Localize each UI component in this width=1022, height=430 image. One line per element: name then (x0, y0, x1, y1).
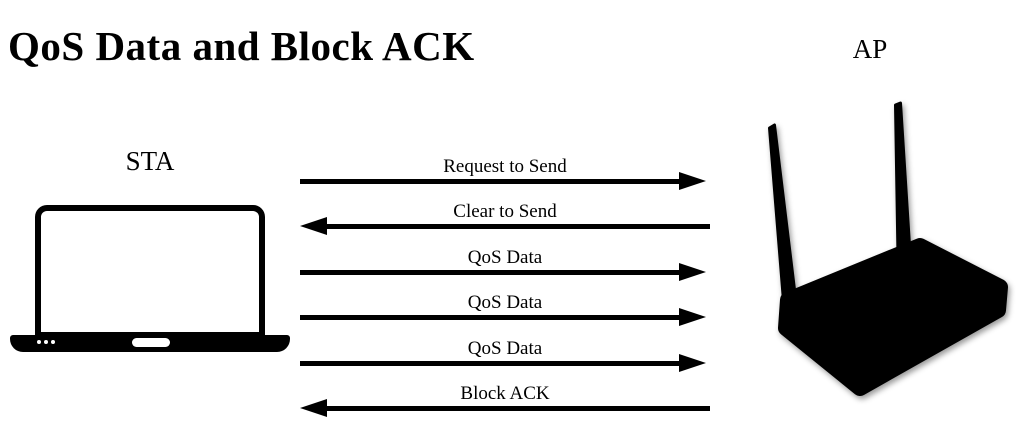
arrow-line (300, 315, 685, 321)
router-body (778, 238, 1008, 396)
arrow-right-icon (300, 172, 710, 190)
sta-node-label: STA (125, 146, 175, 176)
arrow-line (300, 360, 685, 366)
arrow-left-icon (300, 399, 710, 417)
message-label: Clear to Send (453, 201, 557, 223)
message-label: QoS Data (467, 337, 543, 359)
router-antenna-left (768, 123, 798, 309)
arrow-left-icon (300, 217, 710, 236)
arrow-right-icon (300, 262, 710, 281)
message-label: QoS Data (467, 246, 543, 268)
ap-node-label: AP (852, 34, 888, 64)
message-label: QoS Data (467, 292, 543, 314)
arrow-head (679, 353, 706, 372)
message-row: Block ACK (300, 383, 710, 428)
message-row: Clear to Send (300, 201, 710, 246)
message-row: QoS Data (300, 247, 710, 292)
message-row: QoS Data (300, 292, 710, 337)
router-antenna-right (894, 101, 912, 259)
message-row: QoS Data (300, 338, 710, 383)
message-label: Request to Send (443, 156, 567, 177)
arrow-head (300, 399, 327, 417)
arrow-line (320, 406, 710, 411)
arrow-head (679, 172, 706, 190)
message-row: Request to Send (300, 156, 710, 201)
arrow-right-icon (300, 308, 710, 327)
message-label: Block ACK (460, 383, 550, 404)
arrow-line (300, 179, 685, 184)
diagram-title: QoS Data and Block ACK (8, 23, 475, 69)
laptop-indicator-dots (37, 340, 55, 344)
arrow-line (320, 224, 710, 230)
laptop-notch (132, 338, 170, 347)
arrow-head (679, 262, 706, 281)
laptop-screen (35, 205, 265, 337)
wifi-router-icon (768, 101, 1008, 396)
arrow-line (300, 269, 685, 275)
arrow-right-icon (300, 353, 710, 372)
arrow-head (679, 308, 706, 327)
arrow-head (300, 217, 327, 236)
